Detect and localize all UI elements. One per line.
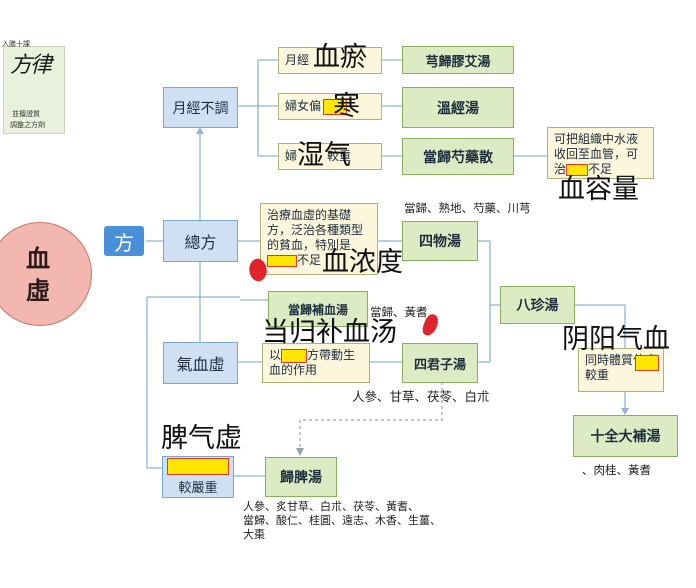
siwu-desc-text: 治療血虛的基礎方，泛治各種類型的貧血，特別是	[267, 208, 364, 252]
dangguibuxue-herbs: 當歸、黃耆	[370, 305, 428, 319]
siwu-desc-tail: 不足	[297, 253, 322, 267]
yuejing-item-3-tail: 較重	[327, 149, 352, 163]
overlay-xuerongliang: 血容量	[558, 174, 639, 205]
highlight-mark	[566, 163, 589, 176]
node-yuejing-label: 月經不調	[172, 100, 229, 117]
sijunzi-herbs: 人參、甘草、茯苓、白朮	[352, 389, 490, 404]
shiquan-herbs: 、肉桂、黃耆	[582, 463, 651, 477]
remedy-wenjing-label: 溫經湯	[437, 100, 479, 117]
node-shiquan: 十全大補湯	[573, 415, 678, 457]
overlay-dangguibuxuetang: 当归补血汤	[262, 317, 397, 348]
danggui-note: 可把組織中水液收回至血管，可治不足	[547, 127, 654, 179]
overlay-han: 寒	[333, 91, 360, 122]
danggui-note-tail: 不足	[588, 162, 613, 176]
node-sijunzi-label: 四君子湯	[413, 357, 466, 373]
remedy-xionggui-label: 芎歸膠艾湯	[425, 54, 491, 70]
highlight-mark	[323, 98, 348, 115]
guipi-herbs-line3: 大棗	[243, 528, 265, 541]
highlight-mark	[281, 348, 308, 363]
root-label: 血虛	[26, 244, 50, 305]
logo-sub-line1: 並擅證質	[12, 110, 40, 118]
remedy-wenjing: 溫經湯	[402, 87, 514, 128]
node-piqixu-label: 較嚴重	[178, 481, 218, 496]
highlight-mark	[167, 458, 229, 475]
node-qixuexu-label: 氣血虛	[176, 355, 225, 374]
siwu-desc: 治療血虛的基礎方，泛治各種類型的貧血，特別是不足	[260, 203, 378, 275]
logo-top-caption: 入膳十課	[2, 40, 30, 48]
qixuexu-desc-post: 方帶動生血的作用	[269, 348, 356, 377]
brand-logo: 入膳十課 方律 並擅證質 調整之方劑	[2, 40, 65, 134]
node-piqixu: 較嚴重	[162, 456, 234, 498]
guipi-herbs-line1: 人參、炙甘草、白朮、茯苓、黃耆、	[243, 500, 419, 513]
yuejing-item-2: 婦女偏	[278, 93, 382, 120]
overlay-yinyangqixue: 阴阳气血	[562, 324, 670, 355]
qixuexu-desc-pre: 以	[269, 348, 282, 362]
highlight-mark	[635, 355, 659, 371]
bazhen-note: 同時體質偏虛較重	[578, 348, 664, 392]
node-zongfang-label: 總方	[184, 233, 217, 252]
remedy-danggui-shaoyao: 當歸芍藥散	[402, 138, 514, 175]
remedy-danggui-shaoyao-label: 當歸芍藥散	[423, 149, 493, 166]
node-dangguibuxue: 當歸補血湯	[268, 291, 368, 327]
node-guipi-label: 歸脾湯	[280, 470, 322, 486]
node-shiquan-label: 十全大補湯	[590, 429, 661, 445]
highlight-mark	[267, 254, 297, 267]
overlay-piqixu: 脾气虚	[161, 423, 242, 454]
fang-tag-label: 方	[114, 230, 134, 255]
yuejing-item-2-label: 婦女偏	[285, 99, 322, 113]
logo-calligraphy: 方律	[10, 53, 52, 78]
yuejing-item-1: 月經	[278, 47, 382, 74]
qixuexu-desc: 以方帶動生血的作用	[262, 343, 370, 383]
node-zongfang: 總方	[163, 220, 238, 262]
overlay-shiqi: 湿气	[297, 140, 351, 171]
overlay-xuenongdu: 血浓度	[322, 247, 403, 278]
node-qixuexu: 氣血虛	[163, 342, 238, 384]
fang-tag: 方	[104, 226, 144, 256]
node-siwutang: 四物湯	[402, 221, 478, 261]
yuejing-item-3-label: 婦	[285, 149, 298, 163]
remedy-xionggui: 芎歸膠艾湯	[402, 46, 514, 74]
node-yuejing: 月經不調	[163, 87, 238, 128]
node-guipi: 歸脾湯	[265, 457, 337, 497]
overlay-xueyu: 血瘀	[313, 42, 367, 73]
node-sijunzi: 四君子湯	[402, 343, 478, 383]
node-siwutang-label: 四物湯	[419, 234, 461, 250]
siwu-herbs: 當歸、熟地、芍藥、川芎	[404, 201, 531, 215]
danggui-note-text: 可把組織中水液收回至血管，可治	[554, 132, 639, 176]
guipi-herbs-line2: 當歸、酸仁、桂圓、遠志、木香、生薑、	[243, 514, 441, 527]
node-bazhen: 八珍湯	[500, 286, 575, 324]
node-bazhen-label: 八珍湯	[516, 298, 559, 314]
root-node: 血虛	[0, 222, 92, 326]
node-dangguibuxue-label: 當歸補血湯	[287, 302, 348, 317]
yuejing-item-3: 婦 較重	[278, 143, 382, 170]
yuejing-item-1-label: 月經	[285, 53, 310, 67]
logo-sub-line2: 調整之方劑	[10, 121, 45, 129]
